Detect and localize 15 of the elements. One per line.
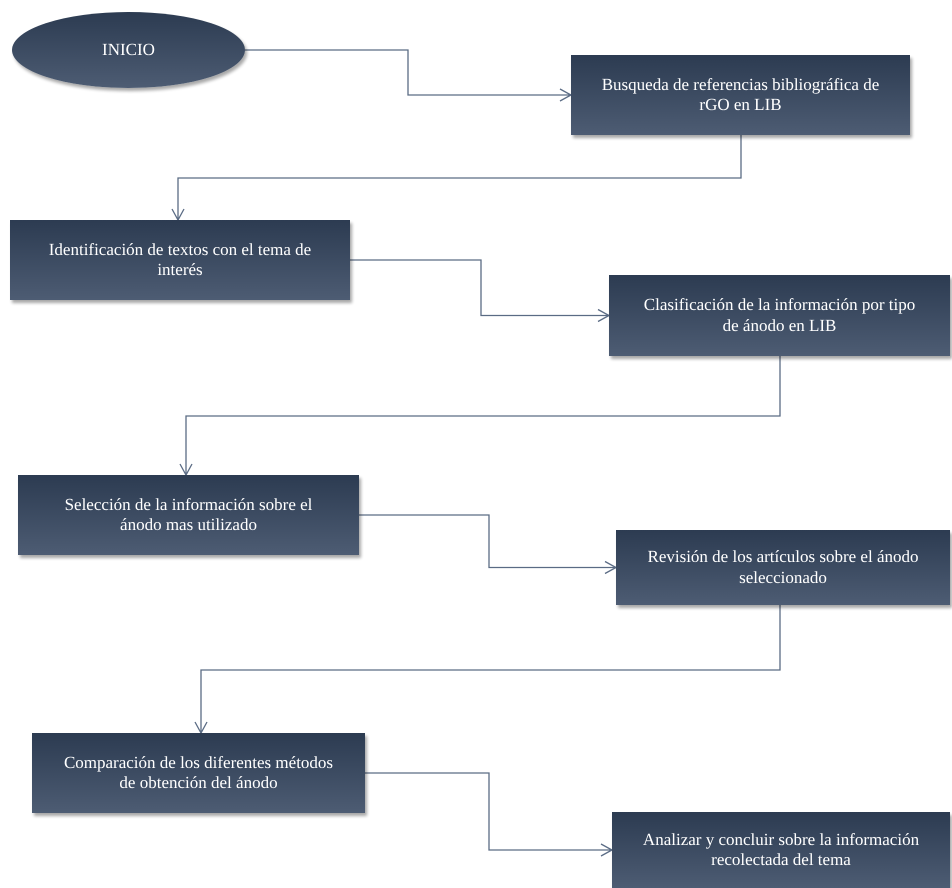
arrow [179,356,781,476]
process-box: Selección de la información sobre el ánodo mas utilizado [18,475,359,555]
process-box: Comparación de los diferentes métodos de obtención del ánodo [32,733,365,813]
process-box: Identificación de textos con el tema de interés [10,220,350,300]
arrow [245,49,572,102]
arrow [171,135,742,221]
process-box: Analizar y concluir sobre la información recolectada del tema [612,812,950,888]
start-ellipse: INICIO [12,12,245,88]
arrow [365,772,613,857]
process-box: Clasificación de la información por tipo de ánodo en LIB [609,275,950,356]
arrow [350,259,610,322]
process-box: Busqueda de referencias bibliográfica de rGO en LIB [571,55,910,135]
arrow [194,605,781,734]
process-box: Revisión de los artículos sobre el ánodo seleccionado [616,530,950,605]
arrow [359,514,617,574]
